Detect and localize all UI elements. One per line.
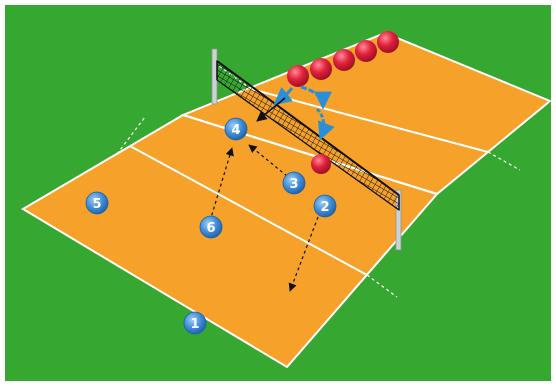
player-3: 3: [283, 172, 305, 194]
player-6: 6: [200, 216, 222, 238]
ball-queue-2: [355, 40, 377, 62]
ball-queue-4: [310, 58, 332, 80]
player-5: 5: [86, 192, 108, 214]
volleyball-court-diagram: 5 4 3 2 6 1: [5, 5, 551, 381]
ball-queue-5: [287, 65, 309, 87]
ball-queue-3: [333, 49, 355, 71]
player-5-label: 5: [92, 197, 101, 212]
ball-queue-1: [377, 31, 399, 53]
ball-at-net: [311, 154, 331, 174]
player-1: 1: [184, 312, 206, 334]
court-scene: 5 4 3 2 6 1: [5, 5, 551, 381]
player-3-label: 3: [289, 177, 298, 192]
player-6-label: 6: [206, 221, 215, 236]
player-2-label: 2: [320, 200, 329, 215]
player-1-label: 1: [190, 317, 199, 332]
player-2: 2: [314, 195, 336, 217]
player-4-label: 4: [231, 123, 240, 138]
player-4: 4: [225, 118, 247, 140]
